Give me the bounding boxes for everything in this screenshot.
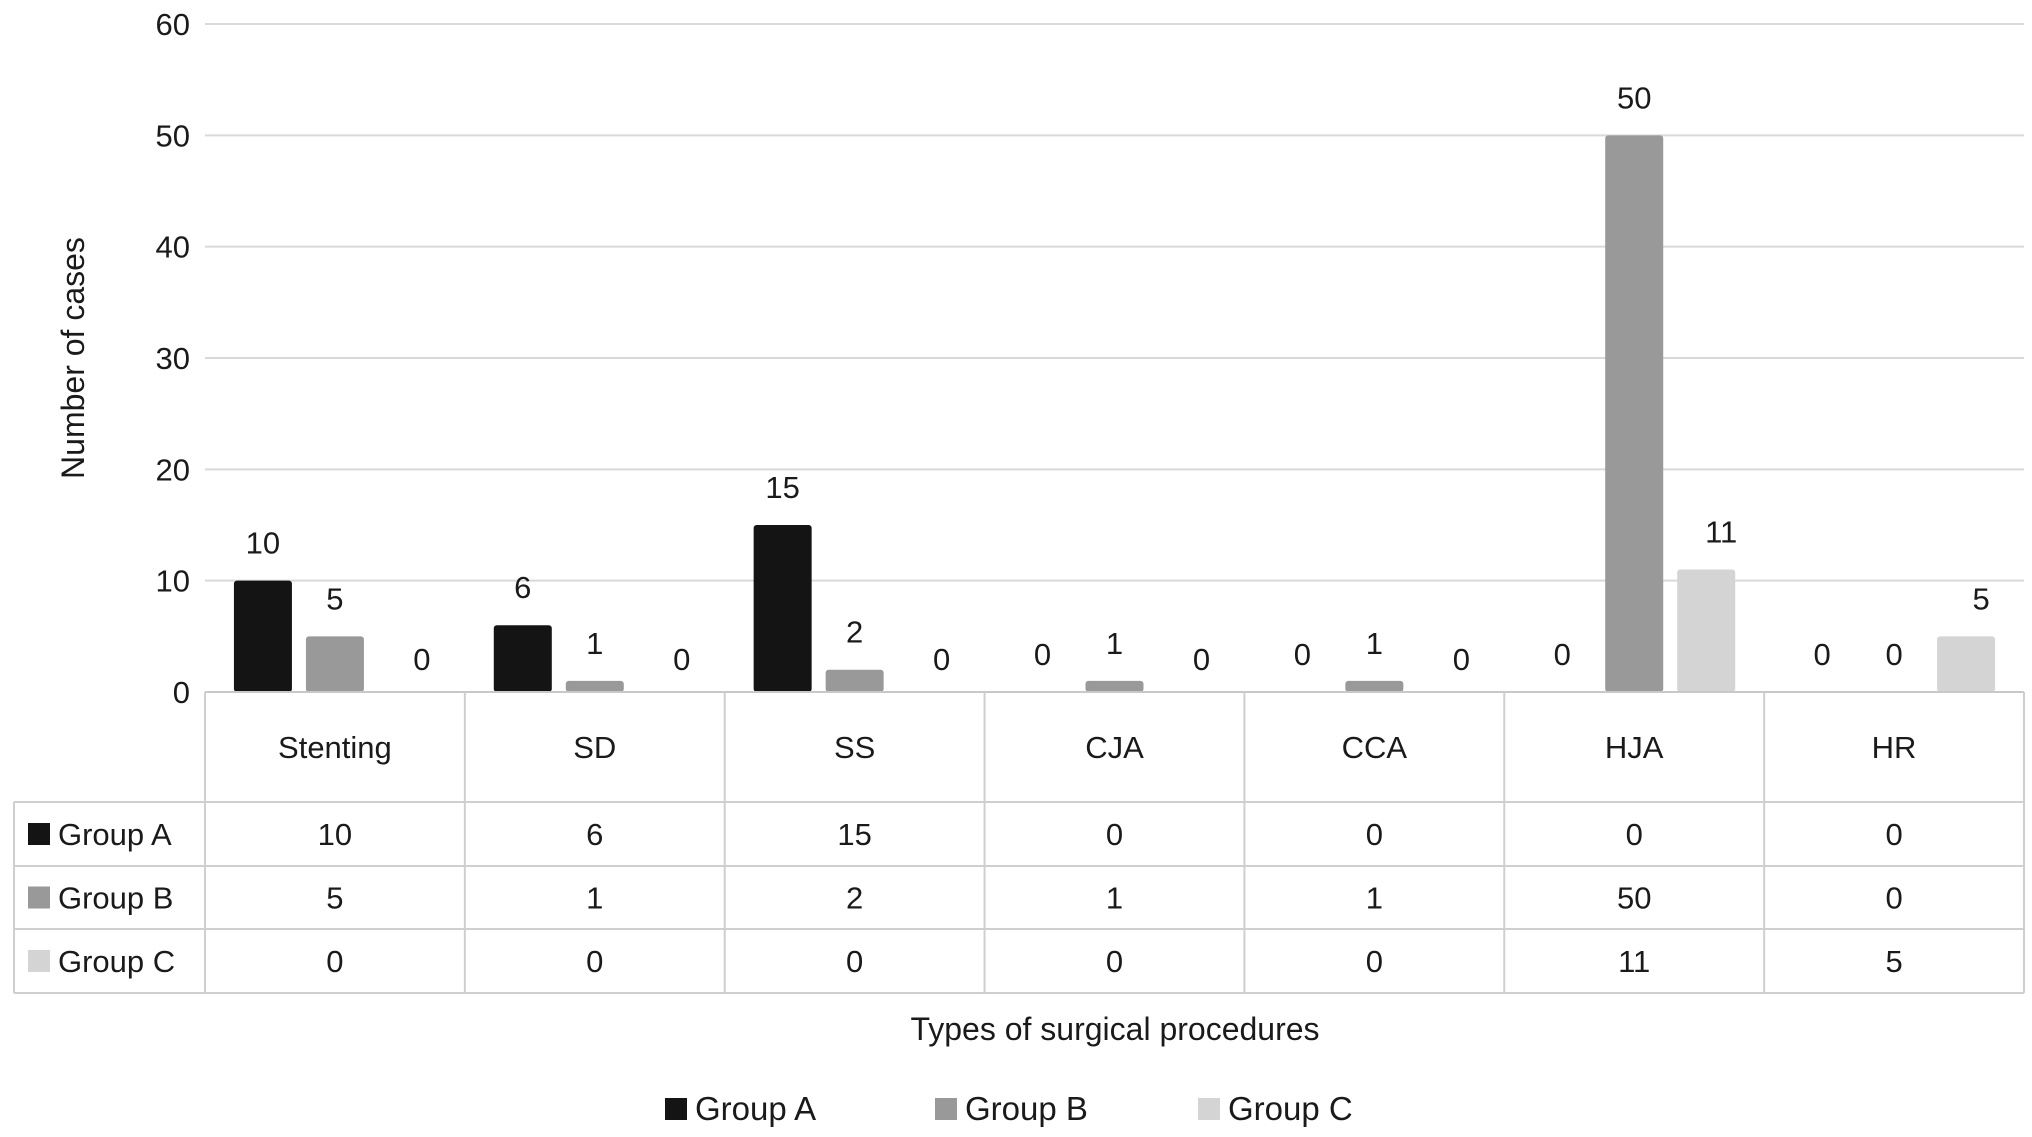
- y-tick-label: 50: [156, 118, 190, 153]
- table-cell: 0: [1366, 817, 1383, 852]
- y-axis-title: Number of cases: [55, 237, 91, 479]
- y-tick-label: 30: [156, 341, 190, 376]
- table-legend-key: [28, 950, 50, 972]
- data-label: 50: [1617, 80, 1651, 115]
- data-label: 5: [326, 581, 343, 616]
- x-tick-label: CCA: [1342, 730, 1408, 765]
- bars: [233, 135, 1996, 693]
- bar: [1937, 636, 1996, 692]
- data-label: 1: [1106, 626, 1123, 661]
- table-cell: 2: [846, 881, 863, 916]
- data-label: 11: [1705, 515, 1737, 550]
- x-tick-label: SS: [834, 730, 875, 765]
- legend: Group A Group B Group C: [665, 1090, 1353, 1127]
- table-cell: 11: [1618, 944, 1650, 979]
- table-cell: 0: [1366, 944, 1383, 979]
- data-label: 0: [413, 642, 430, 677]
- table-cell: 0: [586, 944, 603, 979]
- bar: [1345, 680, 1404, 692]
- y-tick-label: 0: [173, 675, 190, 710]
- table-cell: 15: [837, 817, 871, 852]
- table-cell: 10: [318, 817, 352, 852]
- bar: [1605, 135, 1664, 693]
- y-tick-label: 20: [156, 452, 190, 487]
- data-label: 6: [514, 570, 531, 605]
- bar: [233, 580, 292, 692]
- data-label: 0: [1034, 637, 1051, 672]
- data-label: 0: [1813, 637, 1830, 672]
- y-tick-label: 10: [156, 564, 190, 599]
- data-label: 0: [1193, 642, 1210, 677]
- data-label: 2: [846, 615, 863, 650]
- data-label: 1: [586, 626, 603, 661]
- table-cell: 5: [1885, 944, 1902, 979]
- table-cell: 0: [846, 944, 863, 979]
- table-cell: 0: [1106, 817, 1123, 852]
- gridlines: [205, 23, 2024, 582]
- table-cell: 1: [1366, 881, 1383, 916]
- legend-swatch: [665, 1098, 687, 1120]
- table-cell: 6: [586, 817, 603, 852]
- table-row-header: Group A: [58, 817, 172, 852]
- legend-label: Group C: [1228, 1090, 1353, 1127]
- x-axis-title: Types of surgical procedures: [910, 1011, 1319, 1047]
- y-tick-label: 60: [156, 7, 190, 42]
- legend-label: Group A: [695, 1090, 816, 1127]
- table-cell: 1: [1106, 881, 1123, 916]
- table-cell: 50: [1617, 881, 1651, 916]
- y-axis-ticks: 0 10 20 30 40 50 60: [156, 7, 190, 710]
- table-cell: 5: [326, 881, 343, 916]
- table-cell: 0: [326, 944, 343, 979]
- table-cell: 0: [1885, 881, 1902, 916]
- bar: [1085, 680, 1144, 692]
- bar: [305, 636, 364, 692]
- data-label: 5: [1972, 581, 1989, 616]
- data-label: 0: [1294, 637, 1311, 672]
- data-label: 0: [1885, 637, 1902, 672]
- table-cell: 0: [1106, 944, 1123, 979]
- x-tick-label: HJA: [1605, 730, 1664, 765]
- table-legend-key: [28, 886, 50, 909]
- data-label: 0: [933, 642, 950, 677]
- data-label: 0: [673, 642, 690, 677]
- x-tick-label: Stenting: [278, 730, 392, 765]
- table-cell: 0: [1885, 817, 1902, 852]
- bar: [565, 680, 624, 692]
- legend-label: Group B: [965, 1090, 1088, 1127]
- data-label: 0: [1554, 637, 1571, 672]
- data-label: 10: [246, 526, 280, 561]
- table-row-header: Group B: [58, 881, 173, 916]
- x-tick-label: SD: [573, 730, 616, 765]
- data-label: 15: [765, 470, 799, 505]
- legend-swatch: [1198, 1098, 1220, 1120]
- data-label: 1: [1366, 626, 1383, 661]
- legend-swatch: [935, 1098, 957, 1120]
- table-cell: 0: [1626, 817, 1643, 852]
- x-tick-label: HR: [1872, 730, 1917, 765]
- x-tick-label: CJA: [1085, 730, 1144, 765]
- bar: [825, 669, 884, 692]
- table-row-header: Group C: [58, 944, 175, 979]
- data-label: 0: [1453, 642, 1470, 677]
- table-legend-key: [28, 823, 50, 845]
- bar: [753, 525, 812, 692]
- bar: [493, 625, 552, 692]
- y-tick-label: 40: [156, 230, 190, 265]
- bar: [1677, 569, 1736, 692]
- table-cell: 1: [586, 881, 603, 916]
